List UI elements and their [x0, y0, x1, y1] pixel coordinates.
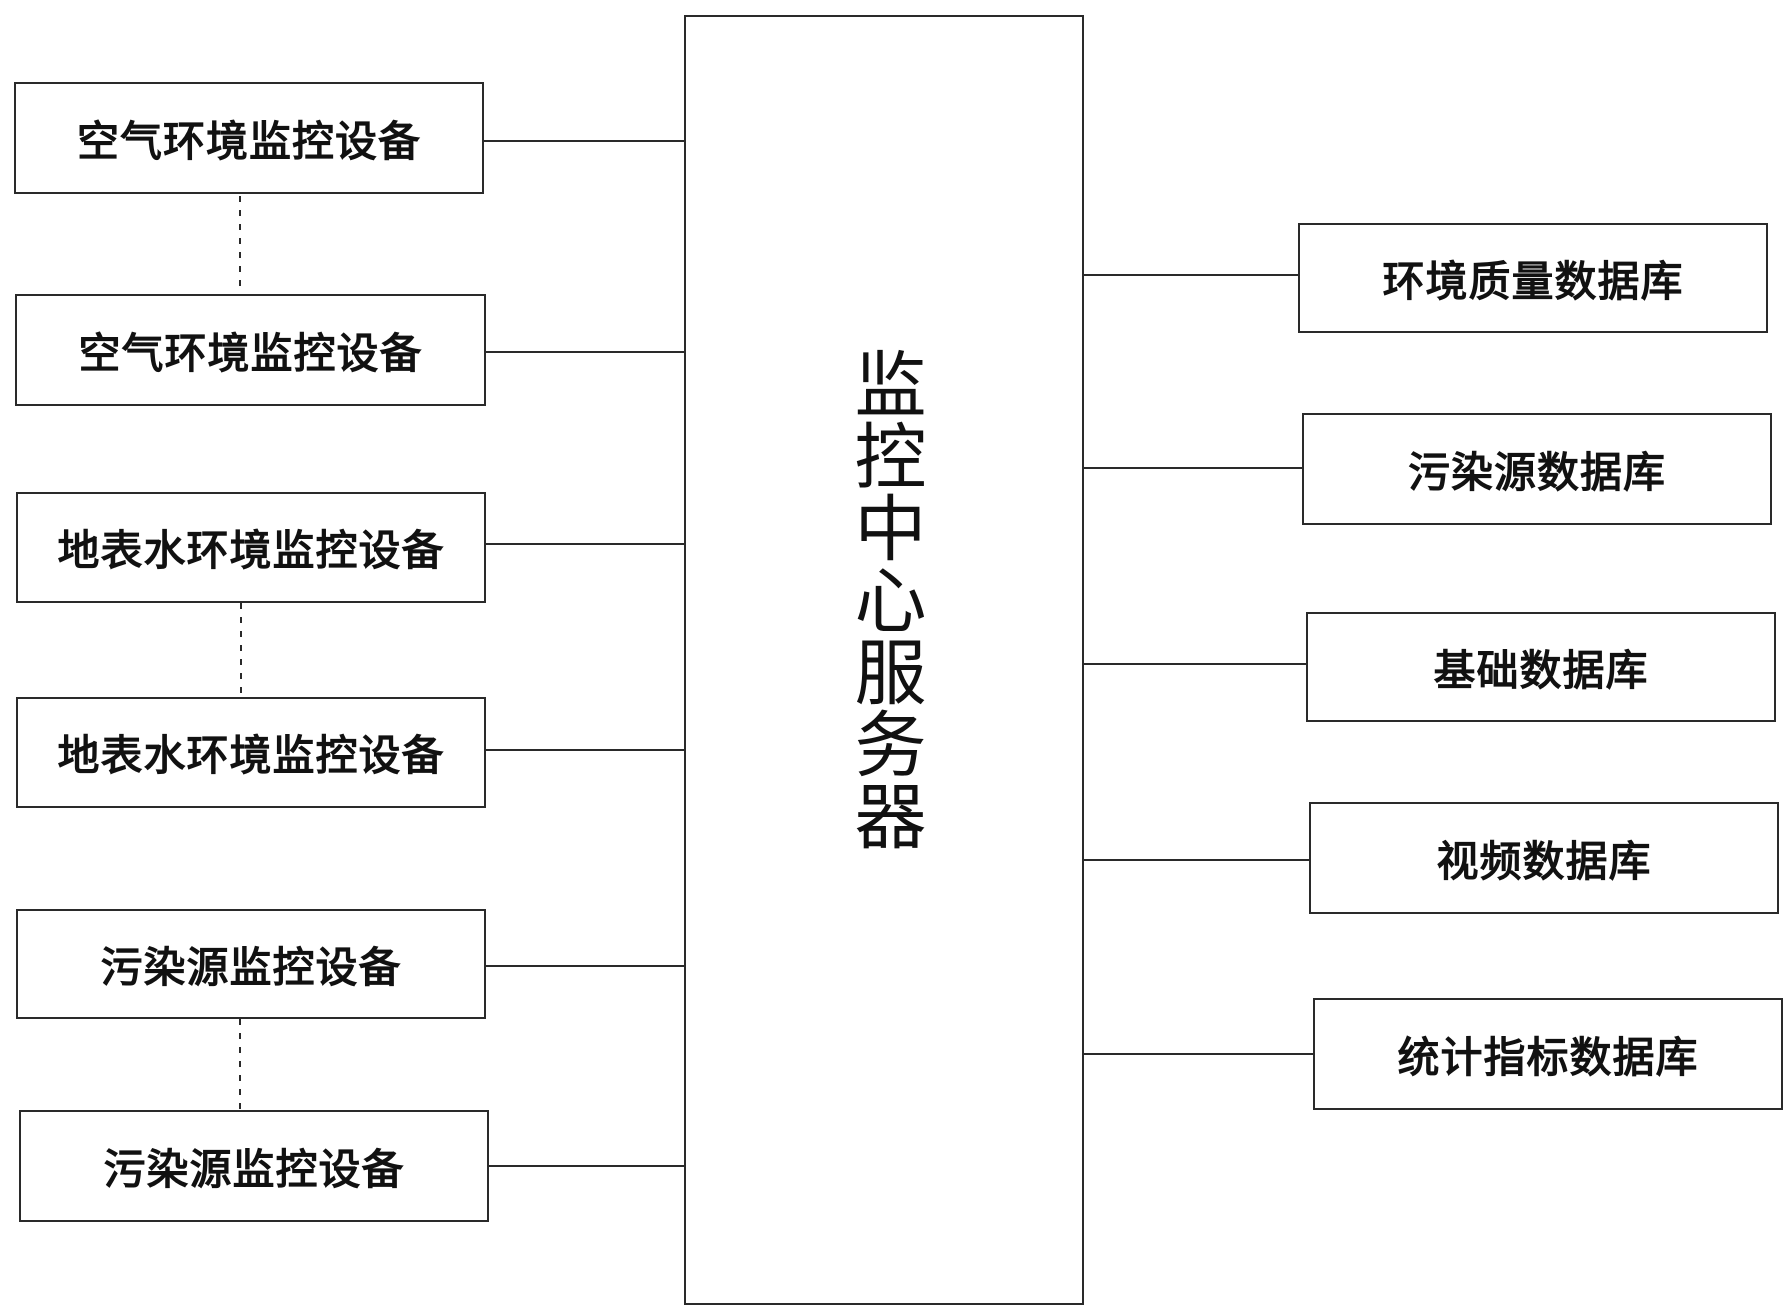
device-box-water-2: 地表水环境监控设备 [16, 697, 486, 808]
device-box-air-1: 空气环境监控设备 [14, 82, 484, 194]
database-label: 环境质量数据库 [1382, 256, 1684, 306]
database-box-basic: 基础数据库 [1306, 612, 1776, 722]
device-box-pollution-1: 污染源监控设备 [16, 909, 486, 1019]
device-label: 空气环境监控设备 [78, 328, 423, 378]
database-label: 视频数据库 [1436, 836, 1652, 886]
device-box-air-2: 空气环境监控设备 [15, 294, 486, 406]
database-label: 污染源数据库 [1407, 447, 1666, 497]
device-label: 空气环境监控设备 [76, 116, 421, 166]
device-label: 地表水环境监控设备 [57, 731, 445, 780]
device-box-pollution-2: 污染源监控设备 [19, 1110, 489, 1222]
database-label: 基础数据库 [1433, 645, 1649, 695]
database-box-statistics: 统计指标数据库 [1313, 998, 1783, 1110]
device-label: 污染源监控设备 [100, 942, 402, 992]
device-box-water-1: 地表水环境监控设备 [16, 492, 486, 603]
database-box-video: 视频数据库 [1309, 802, 1779, 914]
server-title: 监控中心服务器 [842, 347, 926, 851]
device-label: 污染源监控设备 [103, 1144, 405, 1194]
database-box-pollution-source: 污染源数据库 [1302, 413, 1772, 525]
database-box-environment-quality: 环境质量数据库 [1298, 223, 1768, 333]
monitoring-center-server: 监控中心服务器 [684, 15, 1084, 1305]
database-label: 统计指标数据库 [1397, 1032, 1699, 1082]
device-label: 地表水环境监控设备 [57, 526, 445, 575]
